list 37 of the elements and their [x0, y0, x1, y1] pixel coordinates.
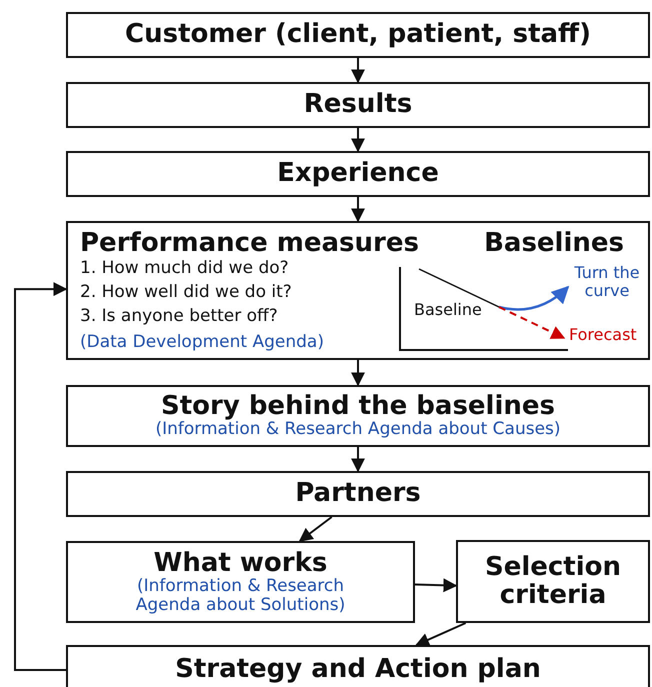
arrow	[14, 282, 68, 671]
process-box	[66, 12, 650, 58]
agenda-note: (Data Development Agenda)	[80, 333, 324, 352]
box-title: Strategy and Action plan	[175, 656, 541, 684]
question-text: 3. Is anyone better off?	[80, 307, 278, 326]
box-title: What works	[154, 550, 328, 577]
box-title: Results	[304, 91, 412, 119]
box-title: Selection criteria	[484, 554, 622, 609]
chart-heading: Baselines	[484, 229, 624, 258]
question-text: 2. How well did we do it?	[80, 283, 292, 302]
measures-panel	[66, 221, 650, 360]
process-box	[66, 645, 650, 687]
arrow	[351, 128, 365, 152]
arrow	[298, 516, 332, 542]
box-title: Experience	[277, 160, 439, 188]
process-box	[66, 151, 650, 197]
arrow	[415, 622, 466, 646]
process-box	[66, 82, 650, 128]
agenda-note: (Information & Research Agenda about Causes)	[155, 420, 561, 439]
panel-heading: Performance measures	[80, 229, 419, 258]
question-text: 1. How much did we do?	[80, 259, 289, 278]
arrow	[351, 360, 365, 386]
chart-label: Turn the curve	[573, 264, 641, 300]
chart-label: Baseline	[414, 301, 482, 319]
box-title: Partners	[295, 480, 421, 508]
agenda-note: (Information & Research Agenda about Solutions)	[134, 576, 346, 614]
box-title: Story behind the baselines	[160, 393, 555, 420]
arrow	[351, 197, 365, 222]
arrow	[351, 58, 365, 84]
box-title: Customer (client, patient, staff)	[125, 21, 591, 49]
arrow	[351, 447, 365, 472]
chart-label: Forecast	[569, 326, 637, 344]
process-box	[456, 540, 650, 623]
process-box	[66, 541, 415, 623]
process-box	[66, 471, 650, 517]
arrow	[414, 578, 458, 592]
process-box	[66, 385, 650, 447]
